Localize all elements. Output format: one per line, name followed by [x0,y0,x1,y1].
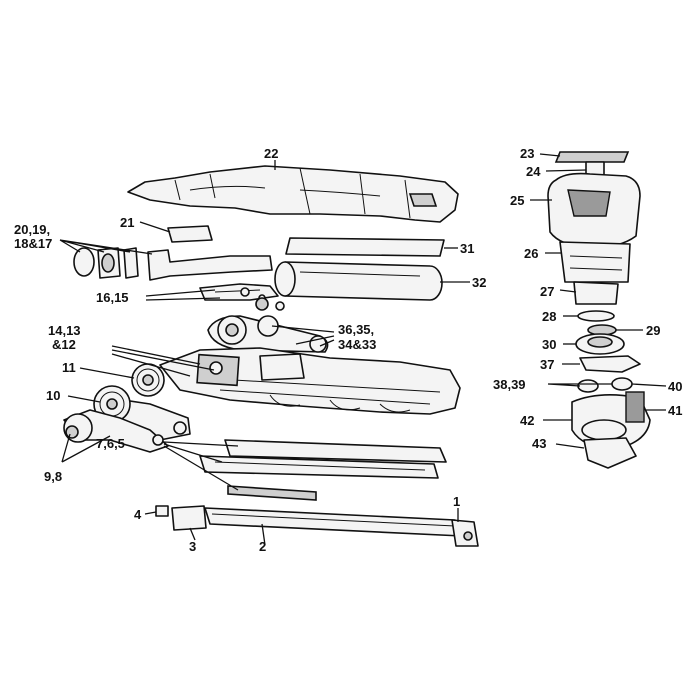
callout-31: 31 [460,241,474,256]
callout-32: 32 [472,275,486,290]
callout-43: 43 [532,436,546,451]
part-10-drive-arm [93,385,191,441]
callout-24: 24 [526,164,541,179]
callout-4: 4 [134,507,142,522]
part-9-8-arm [63,409,169,453]
callout-36-35: 36,35, [338,322,374,337]
callout-7-6-5: 7,6,5 [96,436,125,451]
part-32-cylinder [274,261,443,301]
callout-10: 10 [46,388,60,403]
callout-38-39: 38,39 [493,377,526,392]
callout-25: 25 [510,193,524,208]
callout-23: 23 [520,146,534,161]
callout-22: 22 [264,146,278,161]
callout-26: 26 [524,246,538,261]
part-2-1-base-rail [204,507,479,547]
callout-18-17: 18&17 [14,236,52,251]
part-3-end-cap [171,505,207,531]
callout-9-8: 9,8 [44,469,62,484]
callout-14-13: 14,13 [48,323,81,338]
motor-assembly-stack [547,151,651,469]
callout-30: 30 [542,337,556,352]
callout-1: 1 [453,494,460,509]
part-36-35-34-33-pulleys [207,297,329,353]
callout-37: 37 [540,357,554,372]
callout-41: 41 [668,403,682,418]
callout-28: 28 [542,309,556,324]
leader-lines [59,153,667,546]
part-11-gear [131,363,165,397]
callout-42: 42 [520,413,534,428]
callout-34-33: 34&33 [338,337,376,352]
callout-16-15: 16,15 [96,290,129,305]
main-chassis-housing [159,347,461,415]
part-22-top-cover [127,165,459,223]
callout-20-19: 20,19, [14,222,50,237]
callout-21: 21 [120,215,134,230]
callout-12: &12 [52,337,76,352]
part-7-6-5-blades [199,439,447,501]
callout-40: 40 [668,379,682,394]
part-21-plate [167,225,213,243]
part-4-block [155,505,169,517]
part-31-pad [285,237,445,257]
callout-labels: 1 2 3 4 7,6,5 9,8 10 11 14,13 &12 16,15 … [14,146,682,554]
callout-3: 3 [189,539,196,554]
part-16-15-bracket [199,283,285,311]
callout-2: 2 [259,539,266,554]
part-20-19-18-17-group [73,247,273,281]
callout-27: 27 [540,284,554,299]
callout-29: 29 [646,323,660,338]
callout-11: 11 [62,360,76,375]
